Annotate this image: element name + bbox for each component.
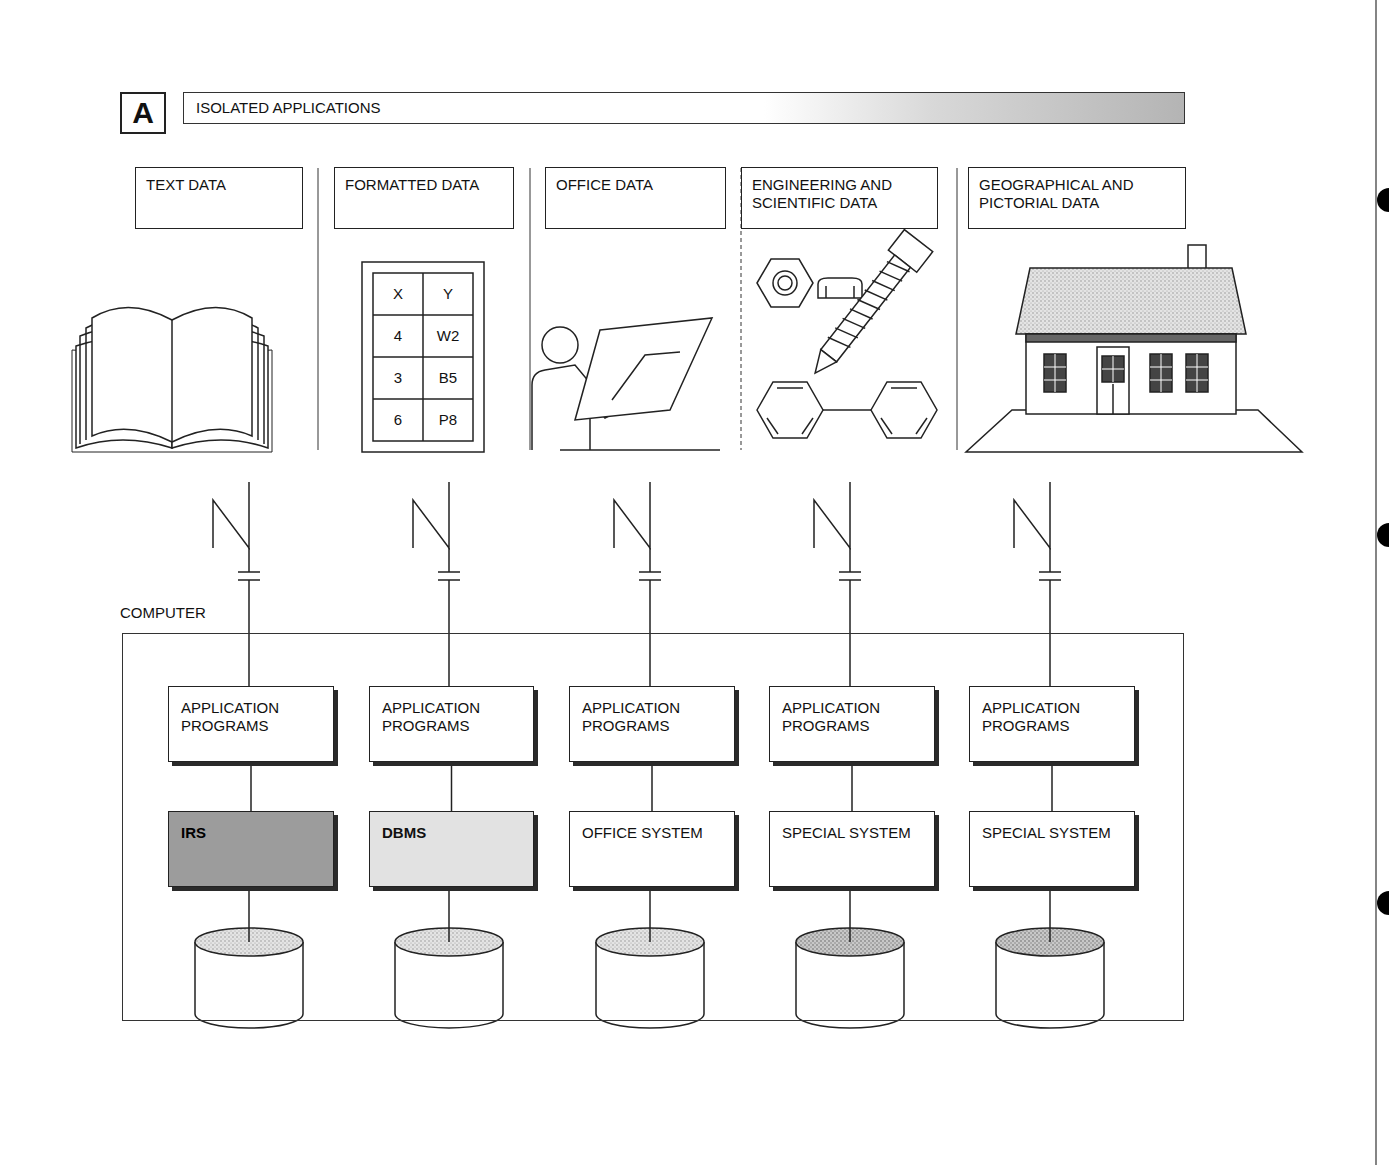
connector-line (851, 762, 853, 811)
box-label: APPLICATION PROGRAMS (570, 687, 734, 747)
system-box: SPECIAL SYSTEM (769, 811, 935, 887)
box-label: GEOGRAPHICAL AND PICTORIAL DATA (969, 168, 1185, 220)
table-cell: W2 (425, 327, 471, 345)
application-box: APPLICATION PROGRAMS (569, 686, 735, 762)
section-letter: A (120, 92, 166, 134)
box-label: SPECIAL SYSTEM (970, 812, 1134, 854)
connector-line (451, 762, 453, 811)
connector-line (1051, 762, 1053, 811)
box-label: TEXT DATA (136, 168, 302, 202)
category-box: FORMATTED DATA (334, 167, 514, 229)
box-label: A (132, 96, 154, 130)
box-label: APPLICATION PROGRAMS (169, 687, 333, 747)
system-box: IRS (168, 811, 334, 887)
diagram-title: ISOLATED APPLICATIONS (196, 99, 381, 116)
computer-frame: COMPUTERAPPLICATION PROGRAMSAPPLICATION … (122, 633, 1184, 1021)
box-label: OFFICE DATA (546, 168, 725, 202)
table-cell: 3 (375, 369, 421, 387)
table-cell: P8 (425, 411, 471, 429)
table-cell: Y (425, 285, 471, 303)
category-box: ENGINEERING AND SCIENTIFIC DATA (741, 167, 938, 229)
category-box: TEXT DATA (135, 167, 303, 229)
box-label: SPECIAL SYSTEM (770, 812, 934, 854)
connector-line (651, 762, 653, 811)
frame-heading: COMPUTER (120, 604, 206, 622)
system-box: OFFICE SYSTEM (569, 811, 735, 887)
category-box: GEOGRAPHICAL AND PICTORIAL DATA (968, 167, 1186, 229)
table-cell: B5 (425, 369, 471, 387)
box-label: ENGINEERING AND SCIENTIFIC DATA (742, 168, 937, 220)
table-cell: 6 (375, 411, 421, 429)
box-label: APPLICATION PROGRAMS (970, 687, 1134, 747)
application-box: APPLICATION PROGRAMS (769, 686, 935, 762)
box-label: IRS (169, 812, 333, 854)
table-cell: 4 (375, 327, 421, 345)
connector-line (250, 762, 252, 811)
application-box: APPLICATION PROGRAMS (969, 686, 1135, 762)
system-box: DBMS (369, 811, 534, 887)
category-box: OFFICE DATA (545, 167, 726, 229)
box-label: OFFICE SYSTEM (570, 812, 734, 854)
application-box: APPLICATION PROGRAMS (369, 686, 534, 762)
table-cell: X (375, 285, 421, 303)
title-band: ISOLATED APPLICATIONS (183, 92, 1185, 124)
system-box: SPECIAL SYSTEM (969, 811, 1135, 887)
box-label: APPLICATION PROGRAMS (370, 687, 533, 747)
box-label: APPLICATION PROGRAMS (770, 687, 934, 747)
box-label: DBMS (370, 812, 533, 854)
application-box: APPLICATION PROGRAMS (168, 686, 334, 762)
box-label: FORMATTED DATA (335, 168, 513, 202)
